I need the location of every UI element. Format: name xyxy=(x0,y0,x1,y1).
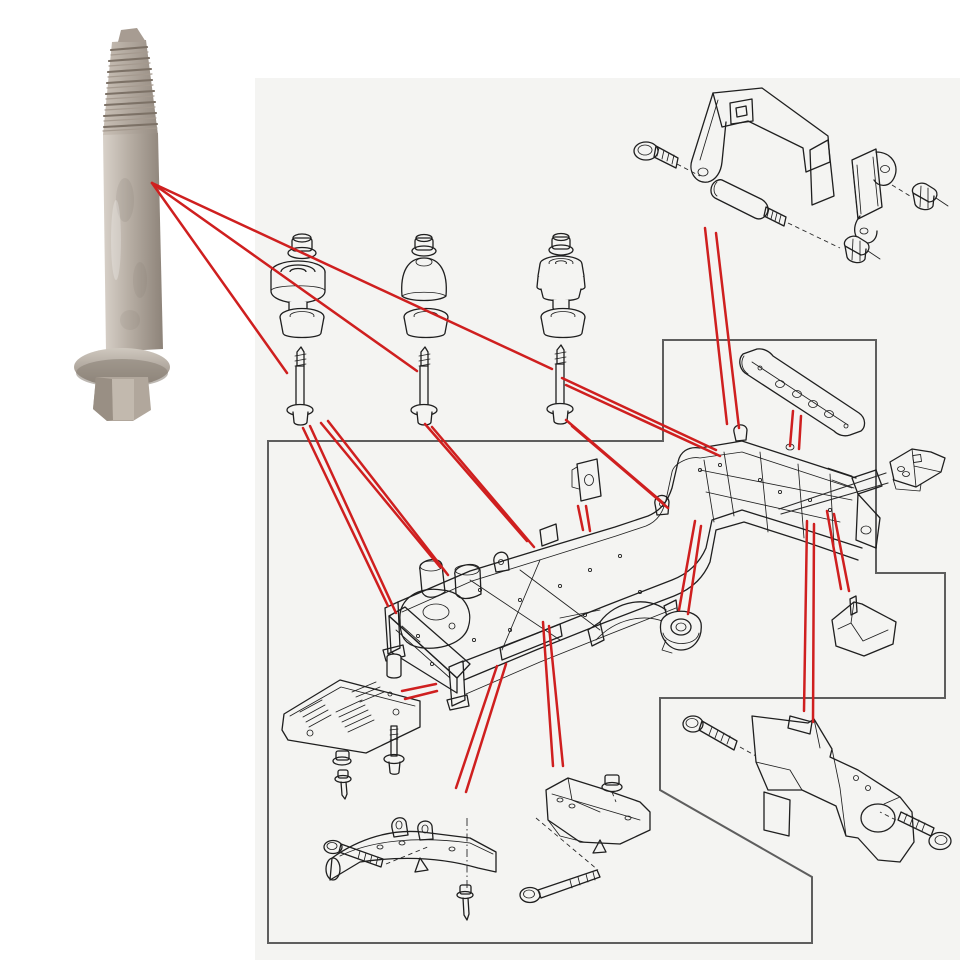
body-mount-stack-rear xyxy=(536,232,586,425)
skid-plate-nut xyxy=(332,750,352,766)
mount-nut xyxy=(411,233,437,257)
anchor-plate xyxy=(571,458,602,502)
upper-bushing xyxy=(536,255,586,311)
bolt-photo-shank xyxy=(103,133,163,352)
bracket-top-tab xyxy=(729,98,754,125)
red-leader-line xyxy=(703,226,729,426)
leader-lines xyxy=(150,163,911,888)
bolt-photo-tip xyxy=(118,28,146,42)
crossmember-front xyxy=(323,817,497,921)
red-leader-line xyxy=(464,662,508,794)
black-leader-line xyxy=(780,482,889,515)
lower-cup xyxy=(403,307,449,339)
red-leader-line xyxy=(564,383,722,458)
dashed-leader-line xyxy=(535,817,599,871)
red-leader-line xyxy=(308,424,398,615)
red-leader-line xyxy=(825,509,843,591)
red-leader-line xyxy=(811,522,816,724)
bolt-photo xyxy=(74,28,170,421)
bracket-bolt xyxy=(633,141,679,169)
red-leader-line xyxy=(423,422,529,543)
crossmember-front-screw xyxy=(456,884,474,921)
lower-cup xyxy=(279,307,325,339)
bracket-end-ear-upper xyxy=(873,151,897,187)
mount-bracket-large xyxy=(682,715,952,863)
skid-plate-screw xyxy=(334,769,352,800)
red-leader-line xyxy=(400,682,438,693)
red-leader-line xyxy=(301,426,390,608)
crossmember-rear-bolt xyxy=(519,869,601,904)
diagram-panel xyxy=(255,78,960,960)
red-leader-line xyxy=(150,181,289,375)
red-leader-line xyxy=(150,181,554,371)
push-nut-lower xyxy=(843,235,881,264)
red-leader-line xyxy=(319,421,442,569)
red-leader-line xyxy=(576,504,585,532)
body-mount-stack-middle xyxy=(401,233,449,426)
mount-bolt xyxy=(286,346,314,426)
dashed-leader-line xyxy=(611,791,617,803)
red-leader-line xyxy=(541,620,555,768)
lower-cup xyxy=(540,307,586,339)
red-leader-line xyxy=(454,664,499,790)
red-leader-line xyxy=(802,519,809,713)
skid-plate-bolt xyxy=(383,725,405,775)
red-leader-line xyxy=(677,519,697,612)
mount-bracket-body xyxy=(751,715,915,863)
bracket-left-leg xyxy=(690,92,727,183)
mount-nut xyxy=(548,232,574,256)
dashed-leader-line xyxy=(787,222,841,249)
spacer-tube xyxy=(710,178,787,227)
dashed-leader-line xyxy=(739,746,757,757)
red-leader-line xyxy=(584,504,592,533)
mount-nut xyxy=(287,233,317,260)
red-leader-line xyxy=(403,689,439,701)
red-leader-line xyxy=(832,512,851,593)
body-mount-stack-front xyxy=(270,233,326,426)
upper-bushing xyxy=(401,257,447,302)
mount-bracket-bolt-right xyxy=(897,811,952,851)
red-leader-line xyxy=(430,425,536,549)
red-leader-line xyxy=(326,419,450,577)
crossmember-rear xyxy=(519,774,651,904)
crossmember-front-bolt xyxy=(323,839,384,868)
red-leader-line xyxy=(560,376,718,452)
mount-bolt xyxy=(410,346,438,426)
dashed-leader-line xyxy=(879,811,897,821)
crossmember-rear-nut xyxy=(601,774,623,793)
diagram-border-boxes xyxy=(267,339,946,944)
sleeve-spacer xyxy=(386,653,402,679)
support-bracket-assembly xyxy=(633,87,949,264)
red-leader-line xyxy=(570,424,670,510)
red-leader-line xyxy=(714,231,741,430)
dashed-leader-line xyxy=(676,163,701,177)
push-nut-upper xyxy=(911,182,949,211)
mount-bracket-bolt-left xyxy=(682,715,738,751)
red-leader-line xyxy=(547,624,565,768)
rubber-bushing xyxy=(659,610,702,654)
red-leader-line xyxy=(797,414,803,451)
dashed-leader-line xyxy=(891,184,911,197)
small-mount-bracket xyxy=(889,448,946,492)
bracket-right-leg xyxy=(809,139,835,206)
red-leader-line xyxy=(686,524,703,616)
rail-reinforcement-bar xyxy=(739,348,866,437)
bracket-top-plate xyxy=(712,87,831,173)
red-leader-line xyxy=(150,181,419,373)
skid-plate xyxy=(281,679,421,800)
red-leader-line xyxy=(788,409,795,448)
shield-bracket xyxy=(831,595,897,657)
black-leader-line xyxy=(778,472,887,510)
mount-bolt xyxy=(546,344,574,425)
